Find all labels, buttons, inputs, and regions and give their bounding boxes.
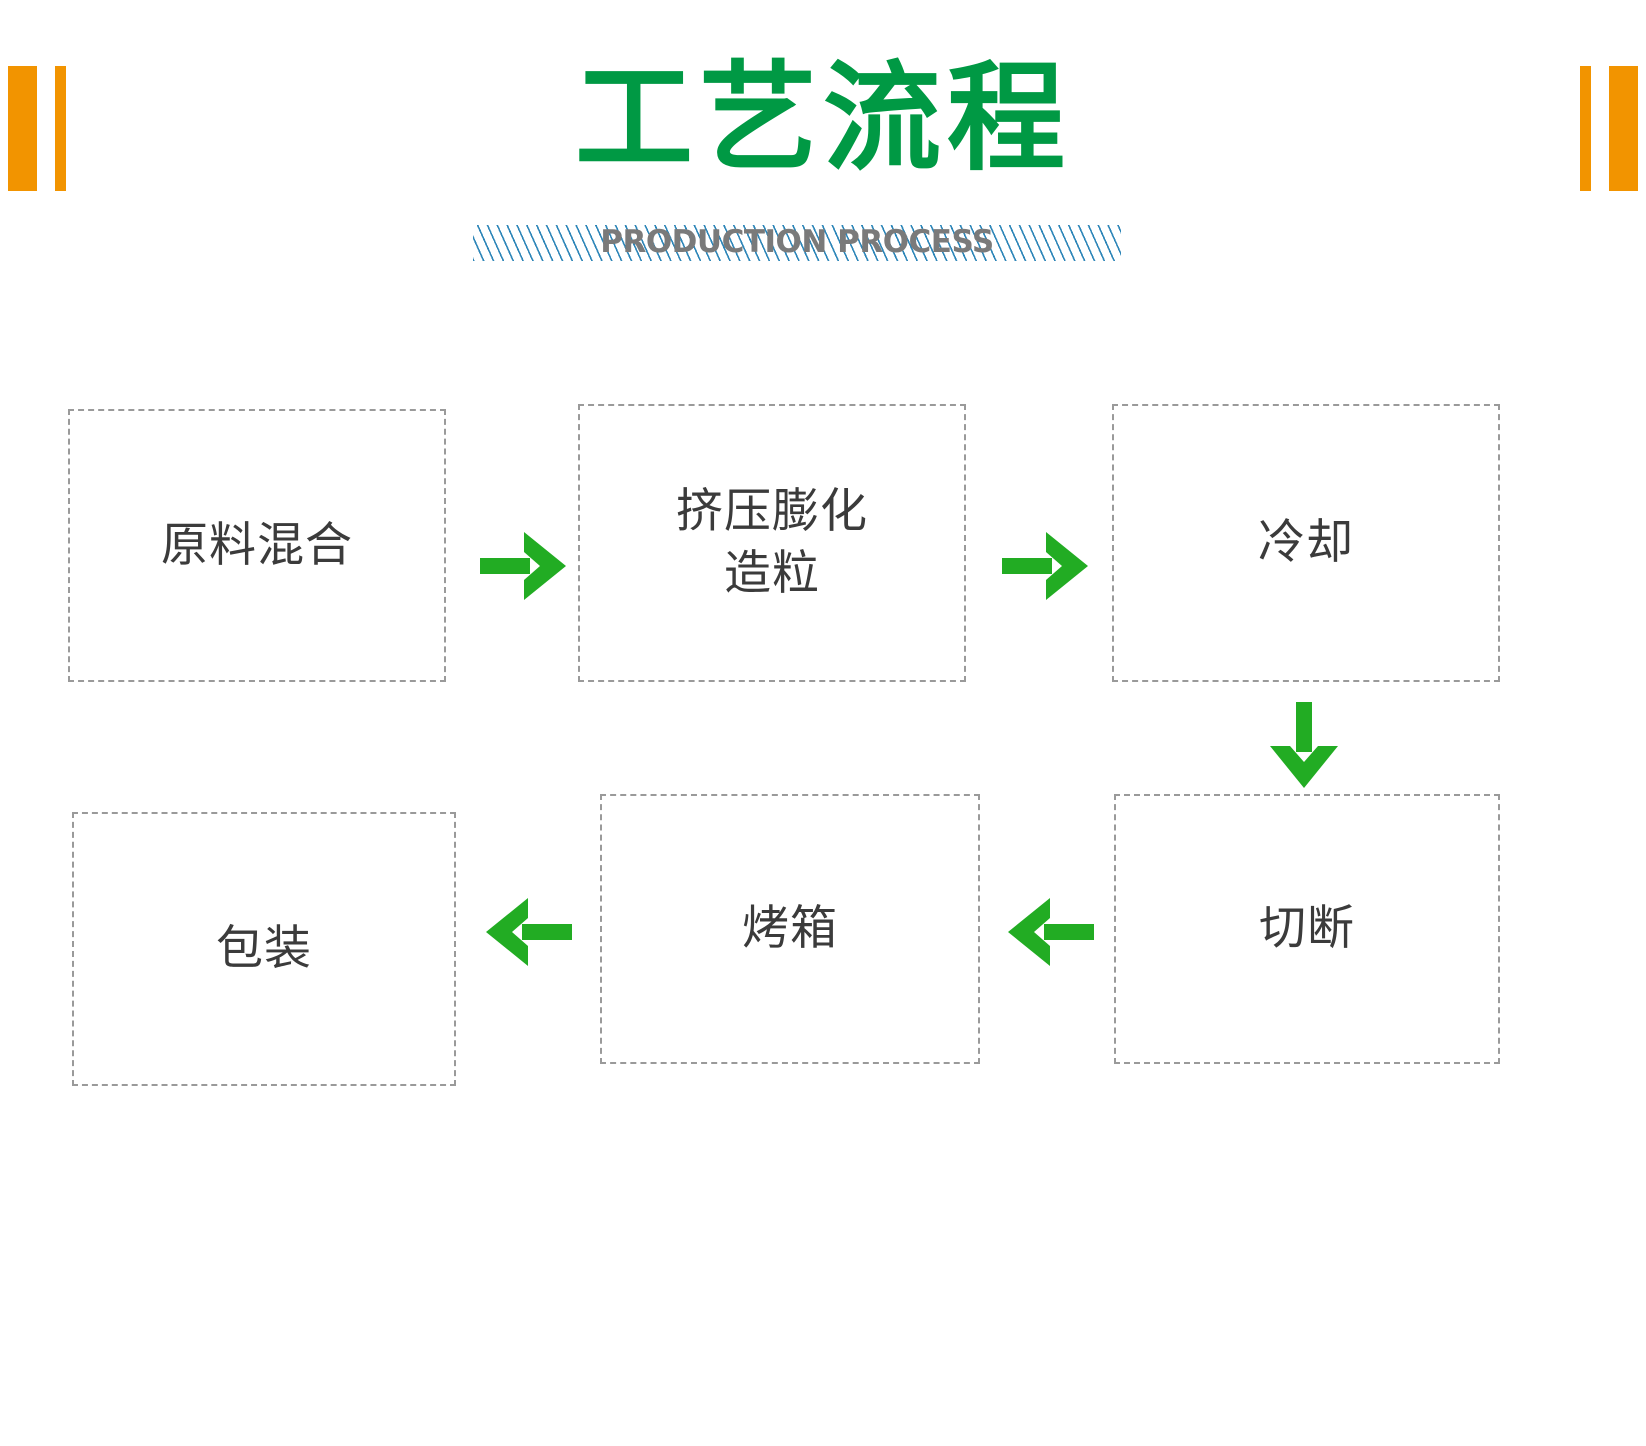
flow-node-oven[interactable]: 烤箱 bbox=[600, 794, 980, 1064]
flow-node-label: 挤压膨化 造粒 bbox=[676, 484, 868, 601]
flow-node-label: 烤箱 bbox=[742, 901, 838, 956]
deco-bar-thin-right bbox=[1580, 66, 1591, 191]
hatch-pattern-decoration bbox=[473, 225, 1121, 261]
deco-bar-thin-left bbox=[55, 66, 66, 191]
page-header: 工艺流程 PRODUCTION PROCESS bbox=[0, 0, 1646, 300]
arrow-left-icon bbox=[484, 890, 574, 974]
arrow-down-icon bbox=[1262, 700, 1346, 790]
arrow-right-icon bbox=[478, 524, 568, 608]
page-title: 工艺流程 bbox=[574, 49, 1071, 187]
subtitle-container: PRODUCTION PROCESS bbox=[473, 218, 1121, 266]
left-decoration bbox=[8, 66, 66, 191]
flow-node-raw-material-mixing[interactable]: 原料混合 bbox=[68, 409, 446, 682]
arrow-left-icon bbox=[1006, 890, 1096, 974]
arrow-right-icon bbox=[1000, 524, 1090, 608]
flow-node-label: 切断 bbox=[1259, 901, 1355, 956]
flow-node-cooling[interactable]: 冷却 bbox=[1112, 404, 1500, 682]
flow-node-cutting[interactable]: 切断 bbox=[1114, 794, 1500, 1064]
flow-node-label: 包装 bbox=[216, 921, 312, 976]
deco-bar-thick-right bbox=[1609, 66, 1638, 191]
page-subtitle: PRODUCTION PROCESS bbox=[600, 224, 994, 260]
deco-bar-thick-left bbox=[8, 66, 37, 191]
flow-node-packaging[interactable]: 包装 bbox=[72, 812, 456, 1086]
right-decoration bbox=[1580, 66, 1638, 191]
flow-node-extrusion-puffing-granulation[interactable]: 挤压膨化 造粒 bbox=[578, 404, 966, 682]
flow-node-label: 原料混合 bbox=[161, 517, 353, 573]
flow-node-label: 冷却 bbox=[1258, 515, 1354, 570]
